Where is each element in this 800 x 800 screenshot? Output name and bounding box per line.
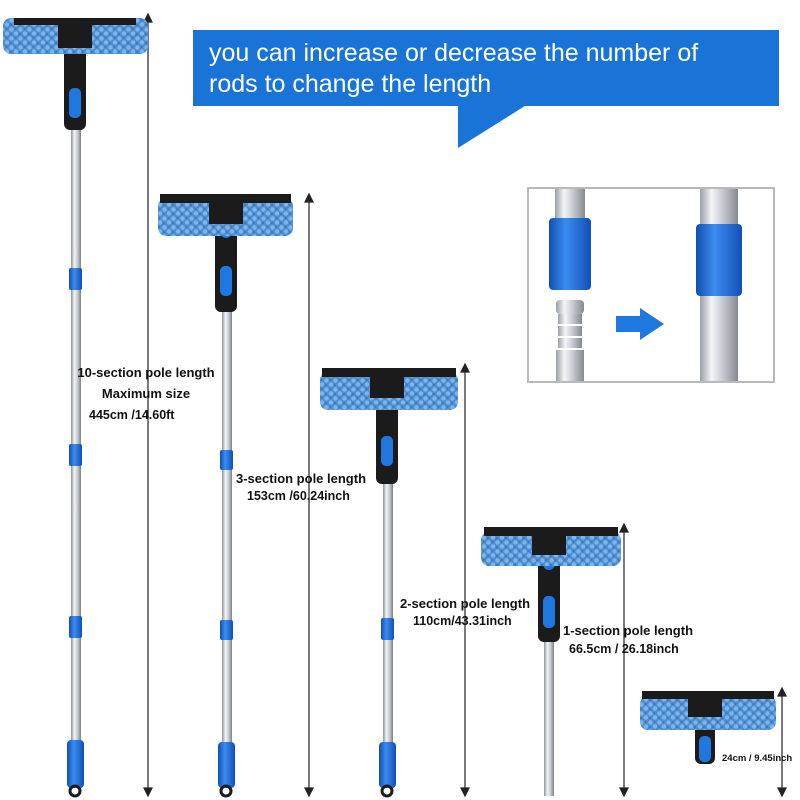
pole-3-size: 153cm /60.24inch — [247, 489, 350, 503]
pole-10-subtitle: Maximum size — [101, 386, 191, 401]
mop-head-only — [640, 691, 776, 764]
callout-banner: you can increase or decrease the number … — [193, 30, 779, 106]
connection-detail-inset — [549, 189, 742, 382]
pole-2-size: 110cm/43.31inch — [413, 614, 512, 628]
inset-frame — [527, 187, 775, 383]
callout-line-2: rods to change the length — [209, 70, 492, 98]
arrow-right-icon — [616, 308, 664, 340]
pole-10-size: 445cm /14.60ft — [89, 408, 175, 422]
pole-10-title: 10-section pole length — [77, 365, 215, 380]
pole-1-title: 1-section pole length — [563, 623, 694, 638]
dimension-lines — [143, 12, 787, 798]
mop-tool-3-section — [158, 194, 293, 798]
pole-10-label: 10-section pole length Maximum size — [72, 364, 220, 402]
pole-1-size: 66.5cm / 26.18inch — [569, 642, 679, 656]
mop-tool-2-section — [320, 368, 458, 798]
mop-tool-10-section — [3, 18, 148, 798]
mop-tool-1-section — [481, 527, 621, 796]
head-size: 24cm / 9.45inch — [722, 753, 793, 764]
callout-tail — [458, 104, 528, 148]
callout-line-1: you can increase or decrease the number … — [209, 39, 699, 67]
pole-3-title: 3-section pole length — [236, 471, 367, 486]
pole-2-title: 2-section pole length — [400, 596, 531, 611]
